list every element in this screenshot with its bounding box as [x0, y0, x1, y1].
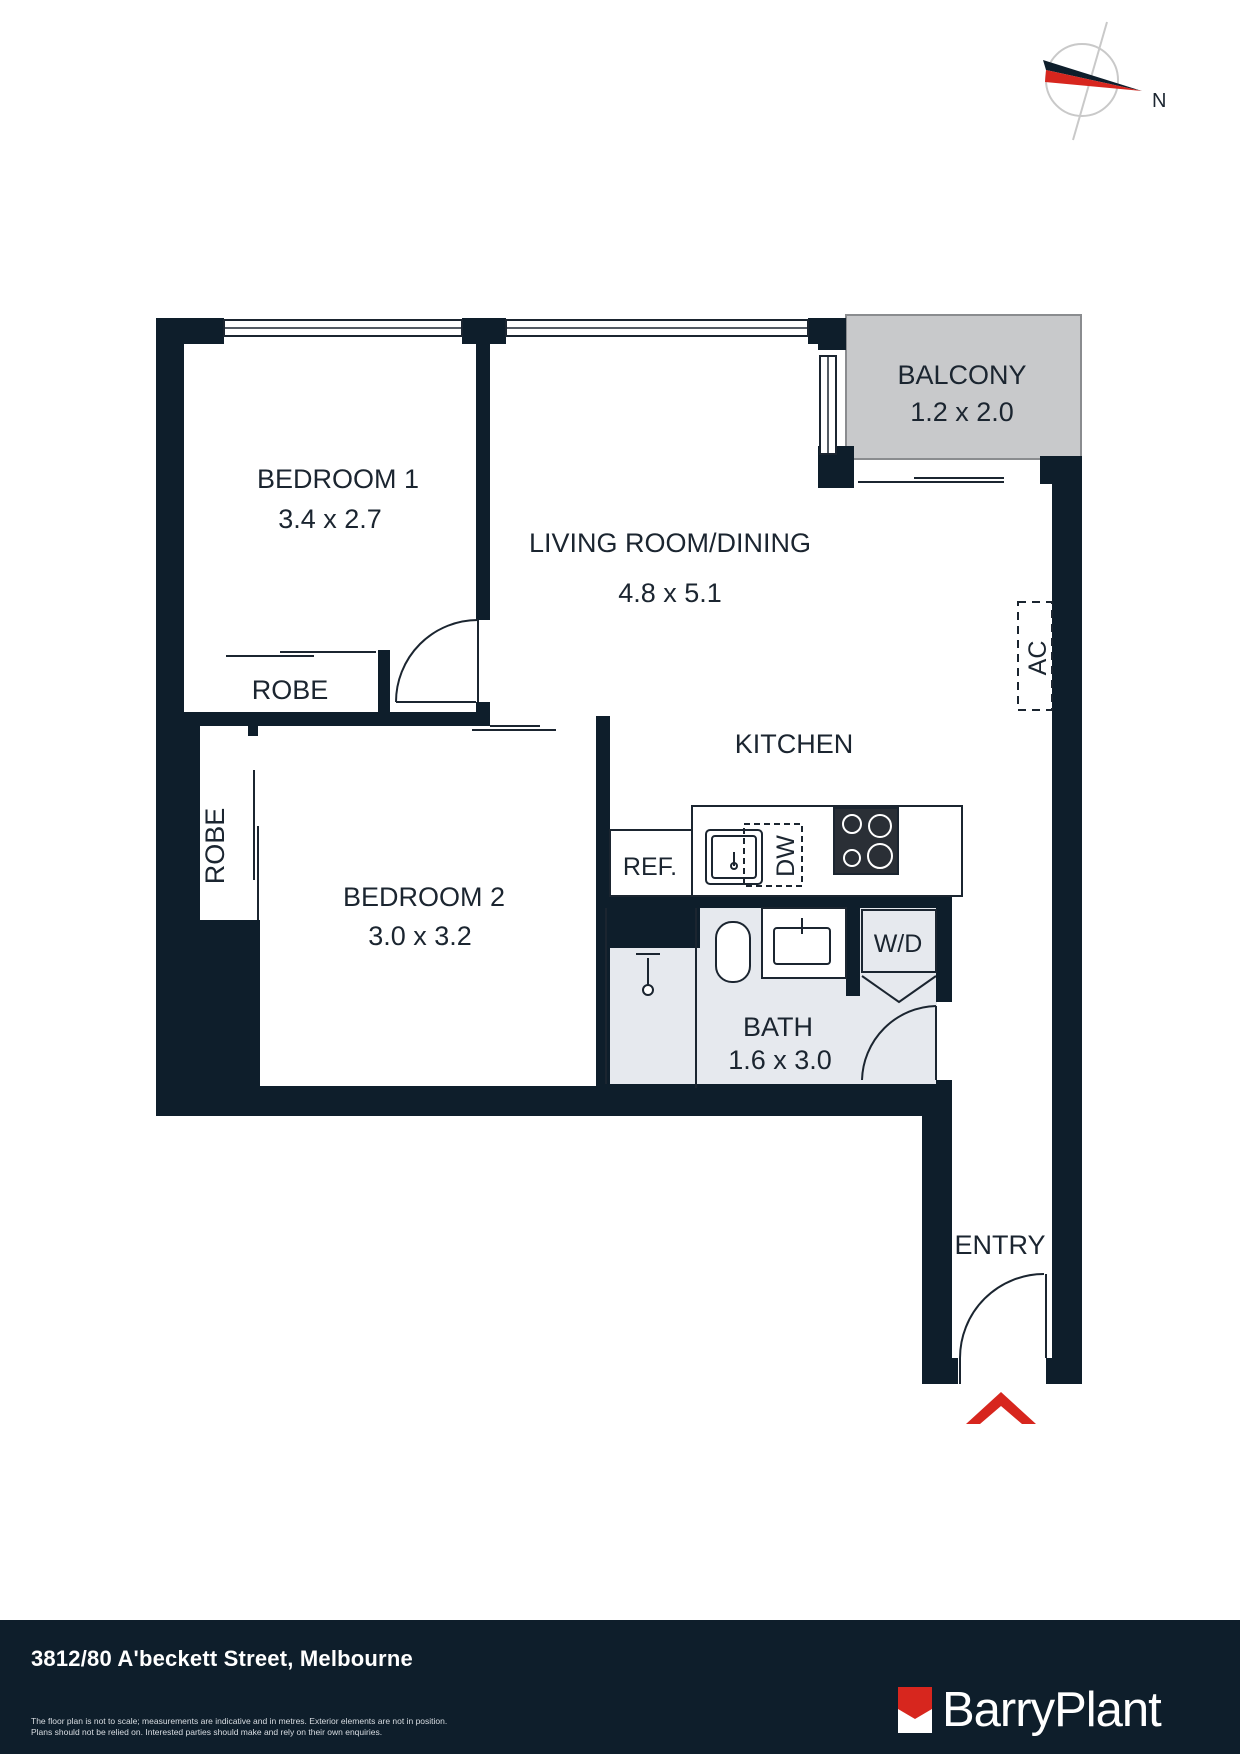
bedroom2-slider	[472, 725, 556, 731]
living-size: 4.8 x 5.1	[618, 578, 722, 608]
bath-name: BATH	[743, 1012, 813, 1042]
toilet	[715, 921, 751, 983]
compass: N	[1043, 21, 1166, 141]
wd-label: W/D	[874, 930, 923, 958]
wd-space	[861, 909, 937, 973]
living-name: LIVING ROOM/DINING	[529, 528, 811, 558]
bedroom1-size: 3.4 x 2.7	[278, 504, 382, 534]
kitchen-name: KITCHEN	[735, 729, 854, 759]
entry-door	[959, 1273, 1047, 1384]
shower-head	[642, 984, 654, 996]
brand-mark-icon	[898, 1687, 932, 1733]
compass-north-label: N	[1152, 90, 1166, 112]
walls	[156, 318, 1082, 1384]
disclaimer-line-2: Plans should not be relied on. Intereste…	[31, 1727, 383, 1737]
compass-needle-dark	[1043, 60, 1142, 91]
bedroom2-name: BEDROOM 2	[343, 882, 505, 912]
robe2-sliders	[253, 770, 259, 920]
ac-unit	[1017, 601, 1053, 711]
bedroom1-door	[395, 619, 479, 703]
bedroom1-name: BEDROOM 1	[257, 464, 419, 494]
brand-logo: BarryPlant	[898, 1680, 1162, 1740]
windows	[223, 319, 837, 455]
footer-bar: 3812/80 A'beckett Street, Melbourne The …	[0, 1620, 1240, 1754]
compass-needle-red	[1045, 70, 1142, 91]
bath-door	[861, 1005, 937, 1081]
brand-name: BarryPlant	[942, 1683, 1162, 1737]
bath-fixtures	[605, 907, 937, 1088]
entry-name: ENTRY	[954, 1230, 1045, 1260]
property-address: 3812/80 A'beckett Street, Melbourne	[31, 1646, 413, 1671]
disclaimer-line-1: The floor plan is not to scale; measurem…	[31, 1716, 448, 1726]
disclaimer: The floor plan is not to scale; measurem…	[31, 1716, 731, 1738]
robe1-sliders	[226, 651, 376, 657]
entry-arrow-icon	[966, 1392, 1036, 1424]
robe2-label: ROBE	[200, 808, 230, 885]
bath-size: 1.6 x 3.0	[728, 1045, 832, 1075]
balcony-name: BALCONY	[897, 360, 1026, 390]
robe1-label: ROBE	[252, 675, 329, 705]
balcony-slider	[858, 477, 1004, 483]
ref-label: REF.	[623, 853, 677, 881]
dw-label: DW	[772, 835, 800, 877]
floor-plan: N	[156, 21, 1166, 1424]
balcony-size: 1.2 x 2.0	[910, 397, 1014, 427]
ac-label: AC	[1024, 641, 1052, 676]
kitchen-counters	[609, 805, 963, 897]
bedroom2-size: 3.0 x 3.2	[368, 921, 472, 951]
balcony-floor	[845, 314, 1082, 460]
